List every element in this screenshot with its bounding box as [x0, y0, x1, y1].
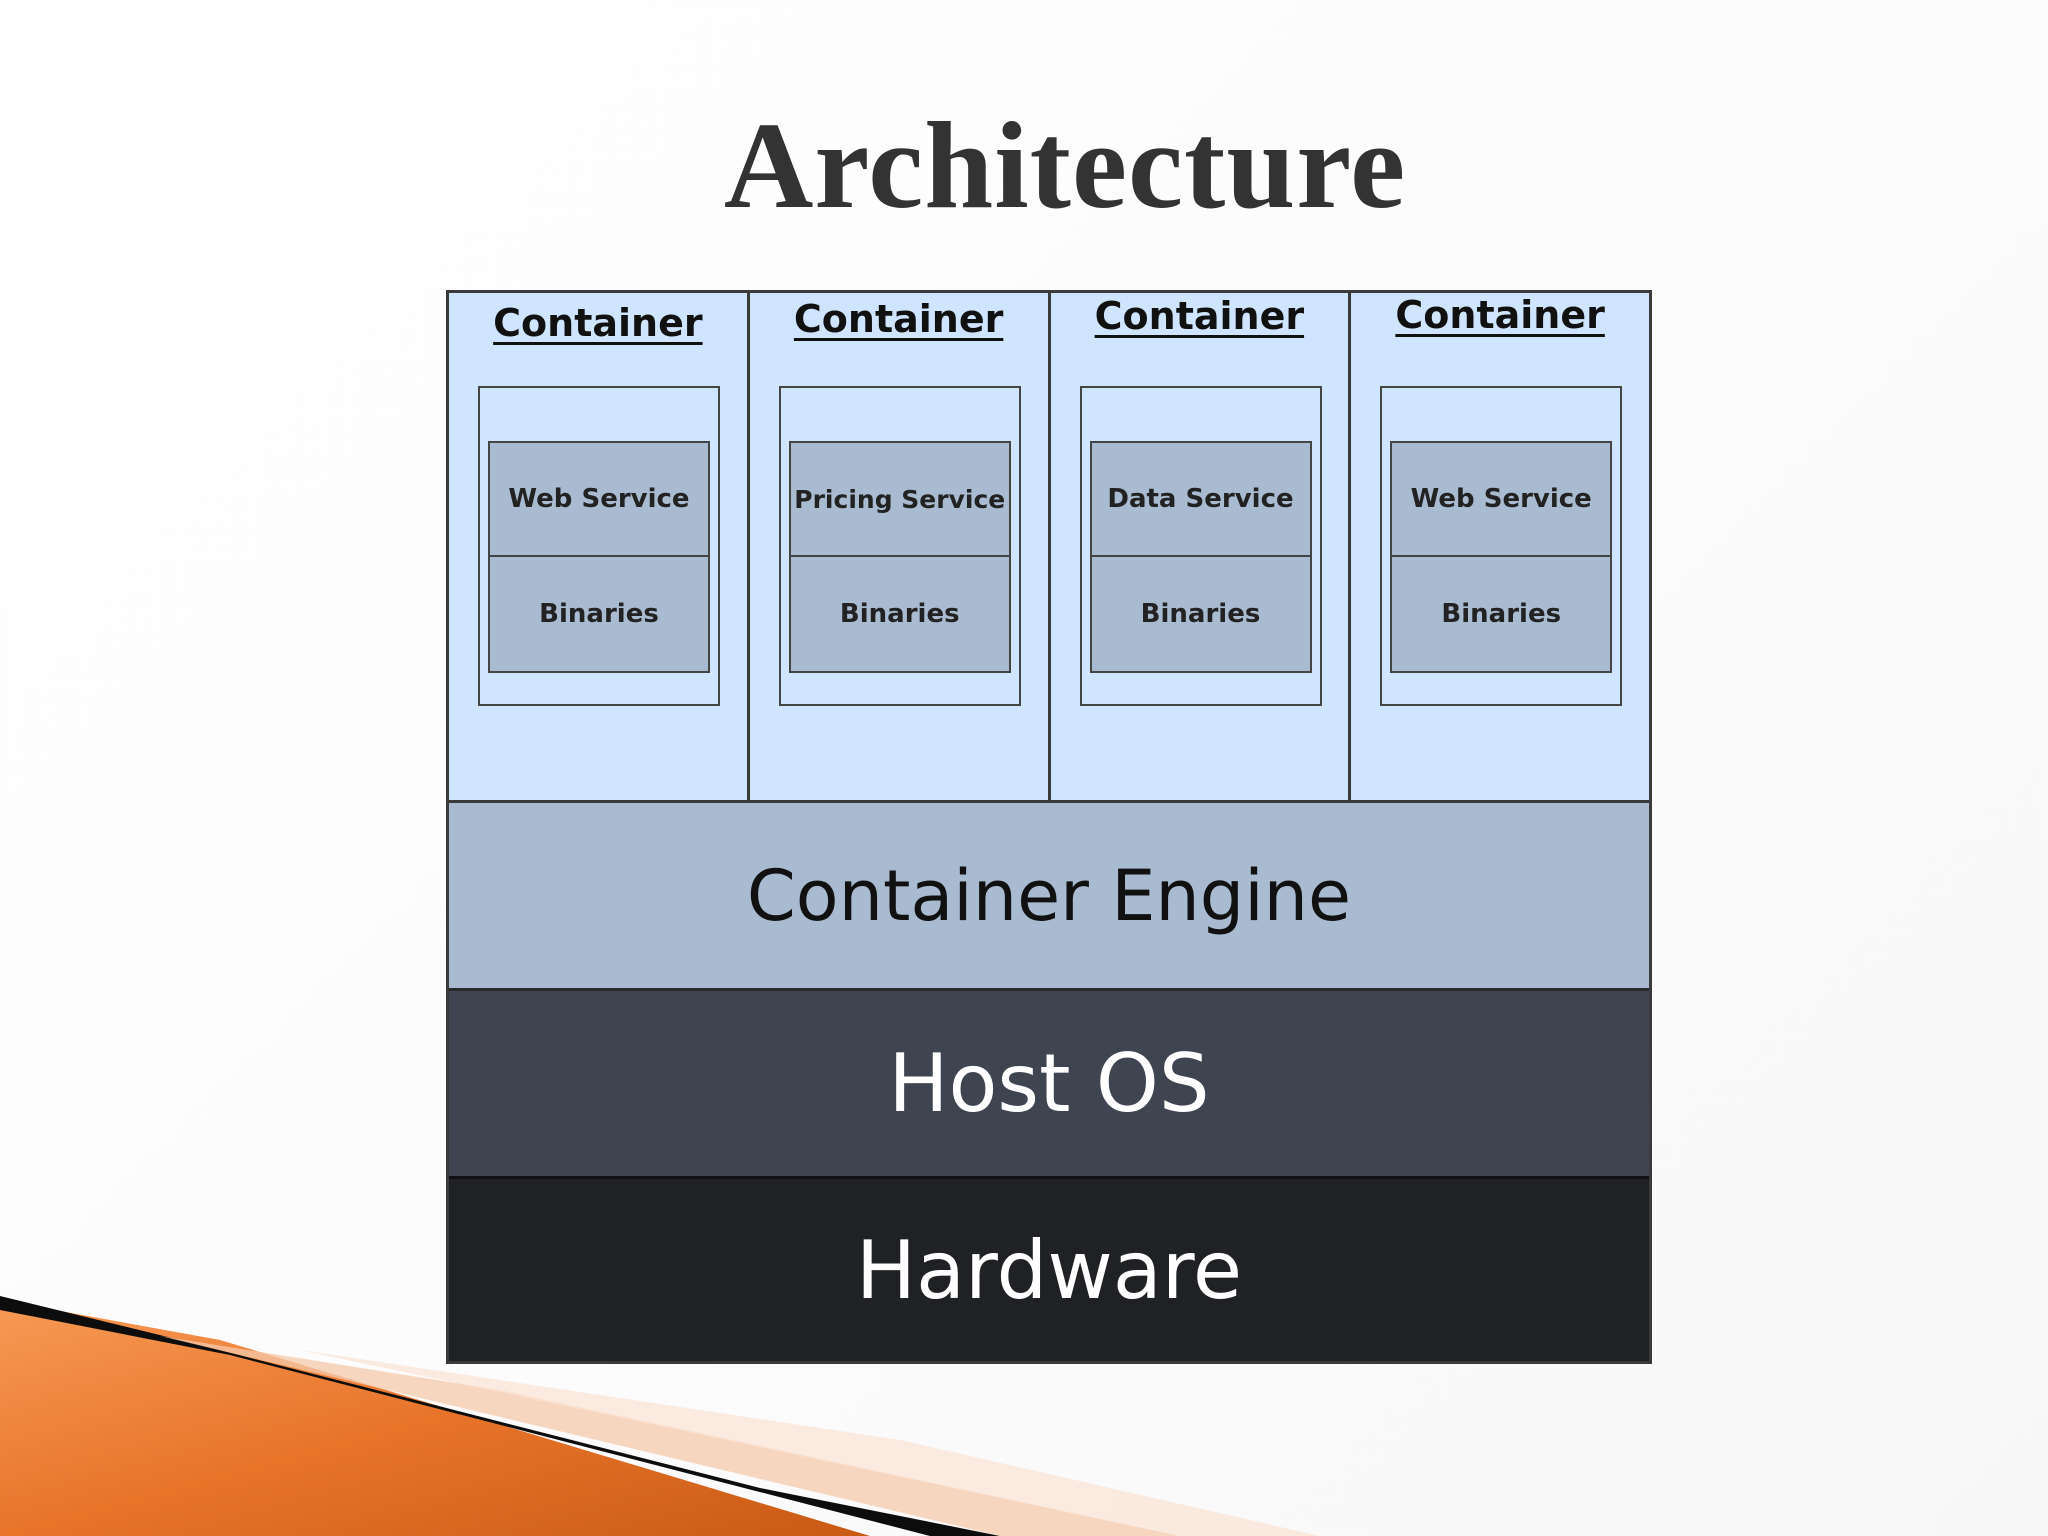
- service-stack: Data Service Binaries: [1089, 441, 1312, 673]
- service-stack: Pricing Service Binaries: [788, 441, 1011, 673]
- service-label: Web Service: [490, 443, 708, 557]
- container-3: Container Data Service Binaries: [1050, 293, 1352, 800]
- container-inner-box: Web Service Binaries: [478, 386, 720, 706]
- container-4: Container Web Service Binaries: [1351, 293, 1649, 800]
- containers-row: Container Web Service Binaries Container…: [449, 293, 1649, 800]
- architecture-diagram: Container Web Service Binaries Container…: [446, 290, 1652, 1364]
- container-2: Container Pricing Service Binaries: [749, 293, 1051, 800]
- service-stack: Web Service Binaries: [1390, 441, 1613, 673]
- service-label: Web Service: [1392, 443, 1611, 557]
- container-heading: Container: [1094, 294, 1305, 338]
- binaries-label: Binaries: [839, 599, 960, 629]
- container-heading: Container: [793, 297, 1004, 341]
- service-stack: Web Service Binaries: [488, 441, 710, 673]
- container-inner-box: Data Service Binaries: [1079, 386, 1322, 706]
- container-engine-layer: Container Engine: [449, 800, 1649, 988]
- container-inner-box: Pricing Service Binaries: [778, 386, 1021, 706]
- container-heading: Container: [1395, 293, 1605, 337]
- container-1: Container Web Service Binaries: [449, 293, 750, 800]
- service-label: Pricing Service: [790, 443, 1009, 557]
- slide-title: Architecture: [723, 97, 1407, 234]
- binaries-label: Binaries: [1140, 599, 1261, 629]
- service-label: Data Service: [1091, 443, 1310, 557]
- hardware-layer: Hardware: [449, 1176, 1649, 1361]
- binaries-label: Binaries: [1441, 599, 1562, 629]
- binaries-label: Binaries: [539, 599, 659, 629]
- host-os-layer: Host OS: [449, 988, 1649, 1176]
- container-heading: Container: [493, 301, 703, 345]
- container-inner-box: Web Service Binaries: [1380, 386, 1623, 706]
